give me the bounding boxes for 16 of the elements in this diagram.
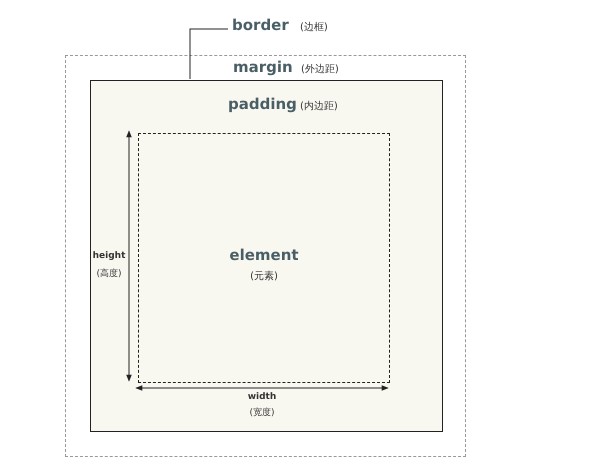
border-box <box>90 80 443 432</box>
margin-box <box>65 55 466 457</box>
border-label: border <box>232 16 289 34</box>
margin-note: (外边距) <box>301 62 339 76</box>
width-note: (宽度) <box>249 406 275 419</box>
content-box <box>138 133 390 383</box>
element-note: (元素) <box>250 270 278 283</box>
padding-note: (内边距) <box>300 100 338 113</box>
height-label: height <box>92 251 126 261</box>
margin-label: margin <box>233 58 293 76</box>
element-label: element <box>229 246 299 264</box>
border-note: (边框) <box>300 20 328 34</box>
height-note: (高度) <box>96 268 122 280</box>
width-label: width <box>248 392 276 402</box>
leader-line <box>190 28 228 80</box>
padding-label: padding <box>228 95 297 113</box>
